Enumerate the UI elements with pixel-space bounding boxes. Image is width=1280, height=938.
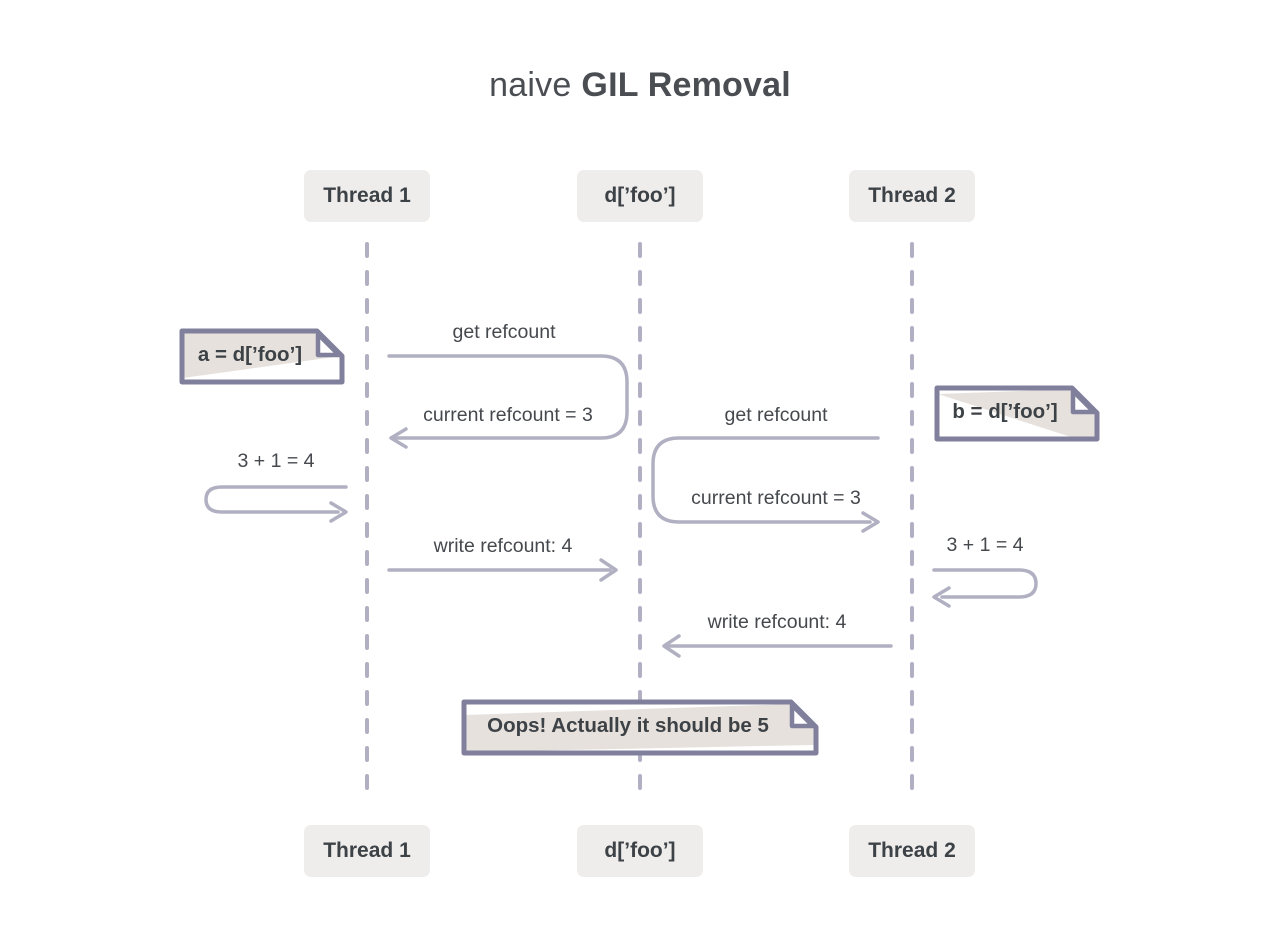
lifelines [365,242,914,806]
note-b-paper [934,385,1100,442]
participant-thread1-top: Thread 1 [304,170,430,222]
note-oops-text: Oops! Actually it should be 5 [487,714,769,737]
participant-thread1-bottom: Thread 1 [304,825,430,877]
participant-thread2-top: Thread 2 [849,170,975,222]
label-t1-current-refcount: current refcount = 3 [423,404,593,426]
participant-dfoo-bottom: d[’foo’] [577,825,703,877]
arrowhead-right-icon [329,501,348,523]
label-t2-current-refcount: current refcount = 3 [691,487,861,509]
label-t1-get-refcount: get refcount [452,321,556,343]
arrowhead-right-icon [599,558,618,582]
folded-corner-icon [315,331,342,358]
title-bold-part: GIL Removal [581,66,791,104]
label-t1-write-refcount: write refcount: 4 [433,535,573,557]
note-b: b = d[’foo’] [934,385,1100,442]
arrow-t1-get-return [387,354,629,440]
participant-thread2-bottom: Thread 2 [849,825,975,877]
note-a-text: a = d[’foo’] [197,343,303,366]
note-a-paper [179,328,345,385]
folded-corner-icon [1070,388,1097,415]
label-t2-increment: 3 + 1 = 4 [946,534,1024,556]
label-t2-get-refcount: get refcount [724,404,828,426]
arrowhead-left-icon [932,586,951,608]
arrow-t2-self [932,568,1038,599]
arrow-t2-get-return [651,436,880,524]
arrowhead-left-icon [389,427,408,449]
note-oops: Oops! Actually it should be 5 [461,699,819,756]
folded-corner-icon [789,702,816,729]
title-regular-part: naive [489,66,572,104]
label-t2-write-refcount: write refcount: 4 [707,611,847,633]
note-b-text: b = d[’foo’] [952,400,1058,423]
arrowhead-right-icon [861,511,880,533]
note-oops-paper [461,699,819,756]
label-t1-increment: 3 + 1 = 4 [237,450,315,472]
note-a: a = d[’foo’] [179,328,345,385]
arrow-t1-self [204,485,348,514]
arrowhead-left-icon [662,634,681,658]
participant-dfoo-top: d[’foo’] [577,170,703,222]
